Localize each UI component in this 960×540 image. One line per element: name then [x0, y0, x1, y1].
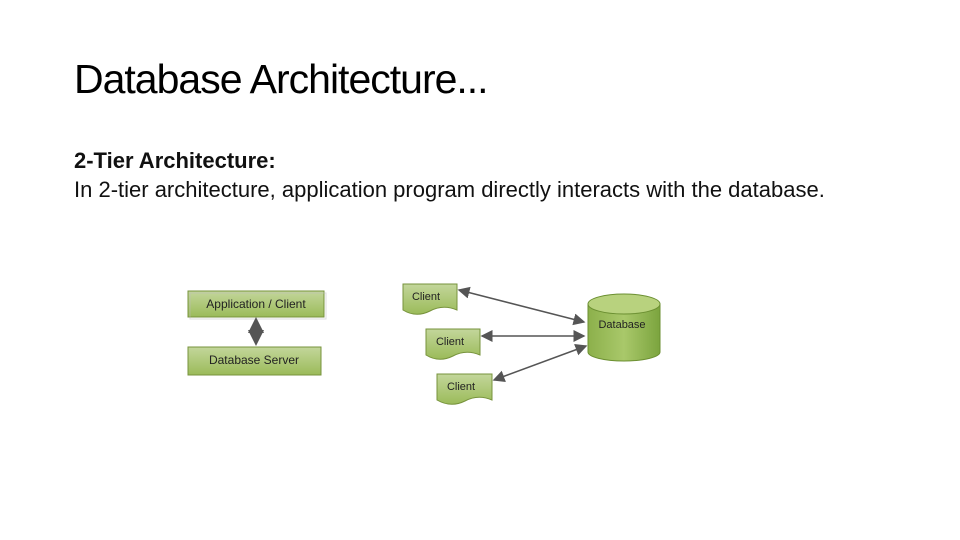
- client-label-1: Client: [412, 291, 440, 303]
- client-db-arrow-1: [457, 286, 586, 326]
- client-label-3: Client: [447, 381, 475, 393]
- slide-body: 2-Tier Architecture: In 2-tier architect…: [74, 146, 894, 204]
- slide-title: Database Architecture...: [74, 56, 489, 102]
- client-label-2: Client: [436, 336, 464, 348]
- app-client-label: Application / Client: [206, 297, 306, 311]
- database-label: Database: [598, 319, 645, 331]
- client-box-2: Client: [425, 328, 481, 360]
- section-heading: 2-Tier Architecture:: [74, 148, 276, 173]
- body-text: In 2-tier architecture, application prog…: [74, 177, 825, 202]
- client-box-1: Client: [402, 283, 458, 315]
- client-db-arrow-3: [492, 344, 588, 382]
- app-client-box: Application / Client: [187, 290, 327, 320]
- client-box-3: Client: [436, 373, 493, 405]
- db-server-label: Database Server: [209, 353, 299, 367]
- database-cylinder: Database: [587, 293, 661, 362]
- db-server-box: Database Server: [187, 346, 322, 376]
